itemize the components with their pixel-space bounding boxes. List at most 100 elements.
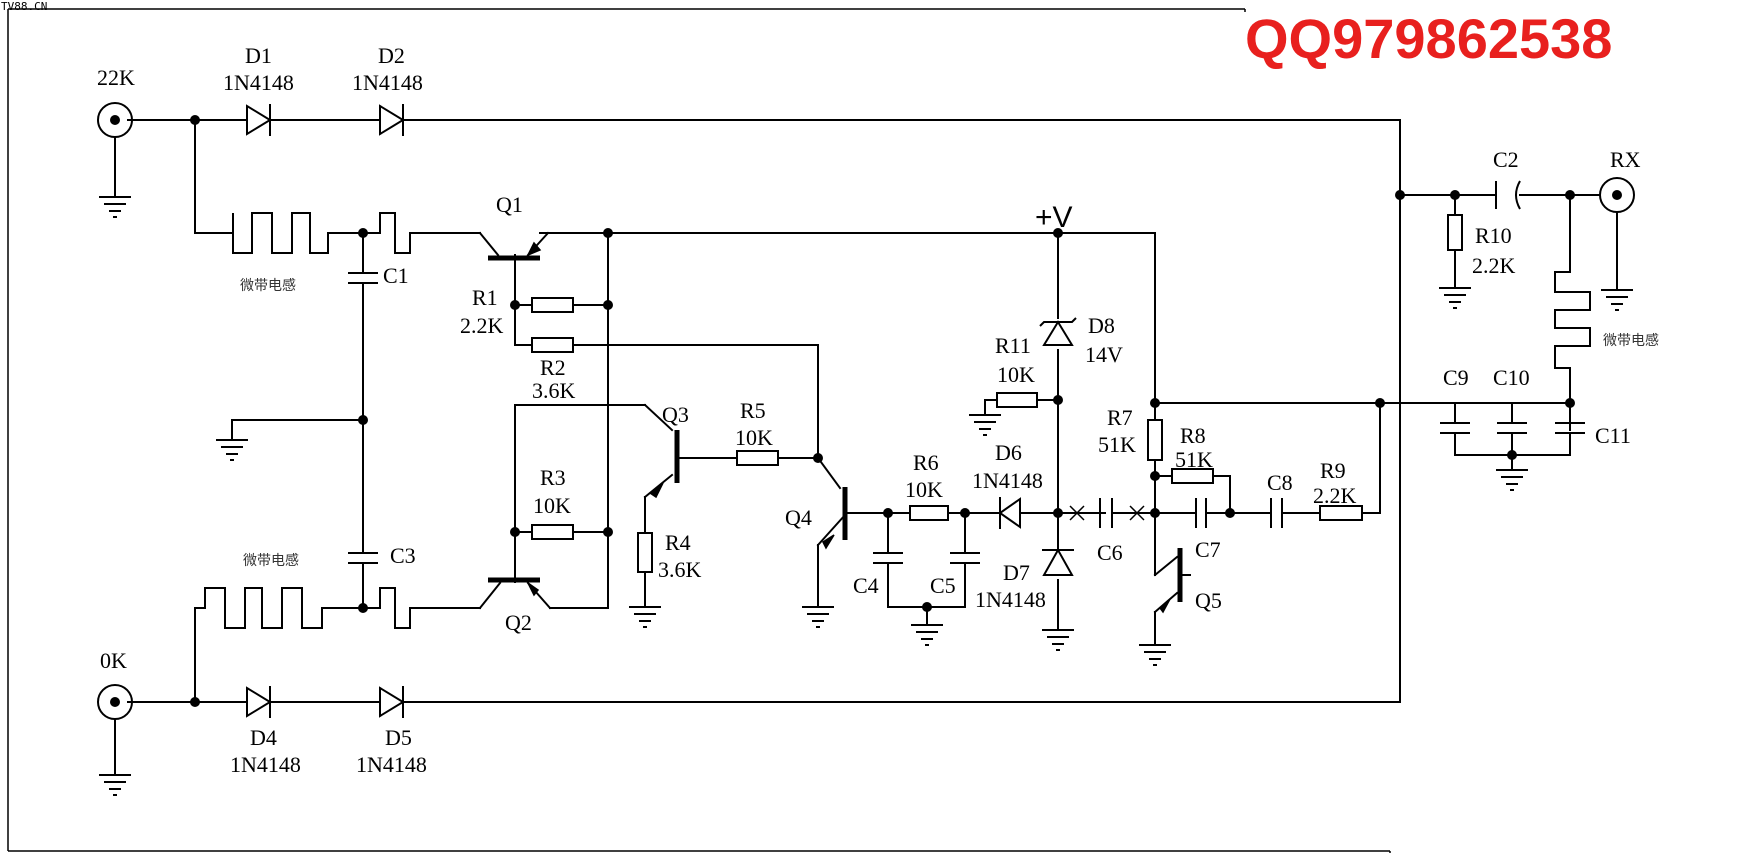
resistor-r3	[531, 524, 574, 540]
resistor-r7	[1147, 419, 1163, 461]
capacitor-c3	[348, 552, 378, 564]
c7-ref: C7	[1195, 537, 1221, 562]
diode-d2	[379, 104, 405, 136]
c6-ref: C6	[1097, 540, 1123, 565]
microstrip-rx-label: 微带电感	[1603, 332, 1659, 349]
r9-val: 2.2K	[1313, 483, 1357, 508]
capacitor-c2	[1495, 180, 1521, 210]
resistor-r4	[637, 532, 653, 573]
transistor-q4	[822, 487, 848, 550]
capacitor-c7	[1195, 498, 1207, 528]
diode-d1	[246, 104, 272, 136]
microstrip-bottom-label: 微带电感	[243, 552, 299, 569]
resistor-r9	[1319, 505, 1363, 521]
r5-val: 10K	[735, 425, 773, 450]
r3-ref: R3	[540, 465, 566, 490]
ground-icon	[801, 606, 835, 628]
d5-ref: D5	[385, 725, 412, 750]
d5-val: 1N4148	[356, 752, 427, 777]
microstrip-top-label: 微带电感	[240, 277, 296, 294]
d6-ref: D6	[995, 440, 1022, 465]
d1-ref: D1	[245, 43, 272, 68]
resistor-r11	[996, 392, 1038, 408]
ground-icon	[628, 606, 662, 628]
ground-icon	[1495, 469, 1529, 491]
zener-d8	[1039, 317, 1077, 346]
r1-val: 2.2K	[460, 313, 504, 338]
transistor-q2	[478, 577, 552, 610]
c4-ref: C4	[853, 573, 879, 598]
microstrip-rx	[1554, 271, 1591, 369]
c9-ref: C9	[1443, 365, 1469, 390]
c5-ref: C5	[930, 573, 956, 598]
port-22k-label: 22K	[97, 65, 135, 90]
resistor-r10	[1447, 214, 1463, 251]
capacitor-c8	[1270, 498, 1283, 528]
c10-ref: C10	[1493, 365, 1530, 390]
q2-ref: Q2	[505, 610, 532, 635]
resistor-r2	[531, 337, 574, 353]
d6-val: 1N4148	[972, 468, 1043, 493]
watermark: TV88.CN	[1, 0, 47, 13]
capacitor-c11	[1555, 422, 1585, 434]
ground-icon	[968, 414, 1002, 436]
capacitor-c10	[1497, 422, 1527, 434]
d1-val: 1N4148	[223, 70, 294, 95]
r3-val: 10K	[533, 493, 571, 518]
d8-ref: D8	[1088, 313, 1115, 338]
qq-banner: QQ979862538	[1245, 7, 1612, 70]
r5-ref: R5	[740, 398, 766, 423]
d2-ref: D2	[378, 43, 405, 68]
capacitor-c1	[348, 272, 378, 284]
c11-ref: C11	[1595, 423, 1631, 448]
d2-val: 1N4148	[352, 70, 423, 95]
q5-ref: Q5	[1195, 588, 1222, 613]
resistor-r8	[1171, 468, 1214, 484]
junctions	[190, 115, 1575, 707]
connector-22k	[97, 102, 133, 218]
ground-icon	[215, 439, 249, 461]
port-0k-label: 0K	[100, 648, 127, 673]
q1-ref: Q1	[496, 192, 523, 217]
q4-ref: Q4	[785, 505, 812, 530]
connector-0k	[97, 684, 133, 796]
r8-val: 51K	[1175, 447, 1213, 472]
r7-val: 51K	[1098, 432, 1136, 457]
wires	[127, 119, 1601, 703]
diode-d5	[379, 686, 405, 718]
r10-val: 2.2K	[1472, 253, 1516, 278]
r4-ref: R4	[665, 530, 691, 555]
c2-ref: C2	[1493, 147, 1519, 172]
diode-d6	[998, 497, 1021, 529]
supply-label: +V	[1035, 201, 1073, 234]
resistor-r5	[736, 450, 779, 466]
r11-ref: R11	[995, 333, 1031, 358]
ground-icon	[1438, 287, 1472, 309]
r9-ref: R9	[1320, 458, 1346, 483]
c1-ref: C1	[383, 263, 409, 288]
capacitor-c9	[1440, 422, 1470, 434]
c8-ref: C8	[1267, 470, 1293, 495]
ground-icon	[1041, 629, 1075, 651]
resistor-r6	[909, 505, 949, 521]
r7-ref: R7	[1107, 405, 1133, 430]
capacitor-c4	[873, 552, 903, 564]
diode-d7	[1042, 544, 1074, 576]
microstrip-bottom	[195, 587, 420, 629]
microstrip-top	[195, 212, 420, 254]
r4-val: 3.6K	[658, 557, 702, 582]
r8-ref: R8	[1180, 423, 1206, 448]
transistor-q5	[1158, 548, 1191, 614]
diode-d4	[246, 686, 272, 718]
r6-ref: R6	[913, 450, 939, 475]
r1-ref: R1	[472, 285, 498, 310]
d7-ref: D7	[1003, 560, 1030, 585]
c3-ref: C3	[390, 543, 416, 568]
capacitor-c6	[1099, 498, 1113, 528]
d8-val: 14V	[1085, 342, 1123, 367]
r2-ref: R2	[540, 355, 566, 380]
r10-ref: R10	[1475, 223, 1512, 248]
d7-val: 1N4148	[975, 587, 1046, 612]
transistor-q1	[478, 231, 550, 271]
